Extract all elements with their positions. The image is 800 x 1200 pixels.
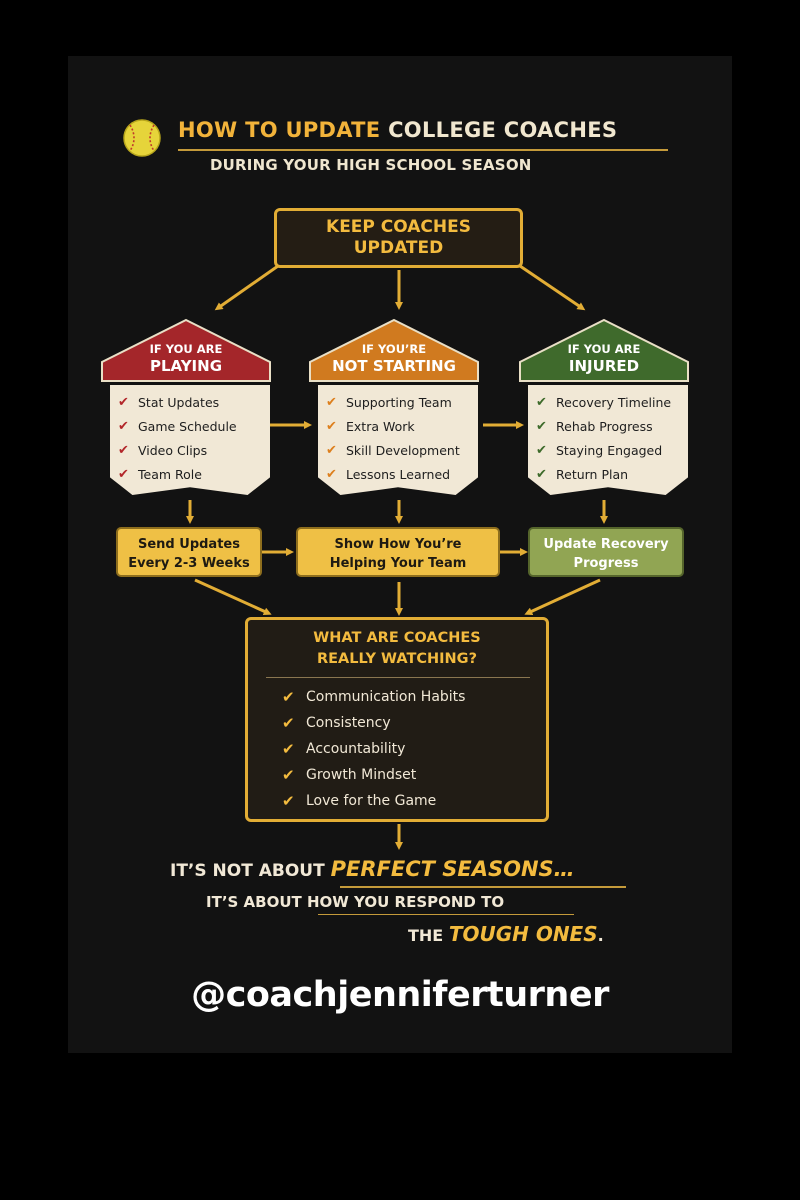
arrow-action3-to-watch bbox=[524, 578, 601, 615]
page-title: HOW TO UPDATE COLLEGE COACHES bbox=[178, 118, 617, 142]
checklist-injured: ✔Recovery Timeline ✔Rehab Progress ✔Stay… bbox=[528, 385, 688, 495]
checklist-not-starting: ✔Supporting Team ✔Extra Work ✔Skill Deve… bbox=[318, 385, 478, 495]
check-icon: ✔ bbox=[536, 394, 547, 410]
title-highlight: HOW TO UPDATE bbox=[178, 118, 381, 142]
keep-coaches-box: KEEP COACHES UPDATED bbox=[274, 208, 523, 268]
list-item: ✔Rehab Progress bbox=[536, 418, 653, 434]
check-icon: ✔ bbox=[536, 466, 547, 482]
check-icon: ✔ bbox=[282, 766, 295, 784]
check-icon: ✔ bbox=[282, 740, 295, 758]
check-icon: ✔ bbox=[118, 466, 129, 482]
check-icon: ✔ bbox=[118, 394, 129, 410]
list-item: ✔Consistency bbox=[282, 714, 391, 732]
check-icon: ✔ bbox=[326, 394, 337, 410]
action-send-updates: Send Updates Every 2-3 Weeks bbox=[116, 527, 262, 577]
list-item: ✔Skill Development bbox=[326, 442, 460, 458]
action-update-recovery: Update Recovery Progress bbox=[528, 527, 684, 577]
keep-line2: UPDATED bbox=[353, 238, 444, 258]
check-icon: ✔ bbox=[282, 714, 295, 732]
check-icon: ✔ bbox=[326, 418, 337, 434]
title-divider bbox=[178, 149, 668, 151]
list-item: ✔Stat Updates bbox=[118, 394, 220, 410]
list-item: ✔Video Clips bbox=[118, 442, 208, 458]
check-icon: ✔ bbox=[118, 442, 129, 458]
title-rest: COLLEGE COACHES bbox=[388, 118, 618, 142]
list-item: ✔Love for the Game bbox=[282, 792, 437, 810]
closing-line2: IT’S ABOUT HOW YOU RESPOND TO bbox=[206, 893, 505, 911]
list-item: ✔Accountability bbox=[282, 740, 406, 758]
action-show-helping: Show How You’re Helping Your Team bbox=[296, 527, 500, 577]
closing-line3: THE TOUGH ONES. bbox=[408, 922, 604, 946]
watching-line1: WHAT ARE COACHES bbox=[313, 630, 481, 646]
list-item: ✔Return Plan bbox=[536, 466, 629, 482]
softball-icon bbox=[123, 119, 161, 157]
house-shape bbox=[519, 318, 689, 382]
list-item: ✔Staying Engaged bbox=[536, 442, 663, 458]
house-shape bbox=[101, 318, 271, 382]
arrow-action1-to-watch bbox=[194, 578, 272, 615]
header-not-starting: IF YOU’RE NOT STARTING bbox=[308, 318, 480, 382]
header-playing: IF YOU ARE PLAYING bbox=[100, 318, 272, 382]
watching-line2: REALLY WATCHING? bbox=[316, 651, 477, 667]
list-item: ✔Extra Work bbox=[326, 418, 415, 434]
watching-divider bbox=[266, 677, 530, 678]
header-not-starting-line1: IF YOU’RE bbox=[361, 342, 427, 356]
house-shape bbox=[309, 318, 479, 382]
check-icon: ✔ bbox=[282, 792, 295, 810]
header-playing-line1: IF YOU ARE bbox=[149, 342, 223, 356]
arrow-keep-to-injured bbox=[519, 264, 586, 311]
author-handle: @coachjenniferturner bbox=[191, 975, 609, 1015]
list-item: ✔Recovery Timeline bbox=[536, 394, 672, 410]
closing-line1: IT’S NOT ABOUT PERFECT SEASONS… bbox=[170, 857, 575, 881]
list-item: ✔Game Schedule bbox=[118, 418, 237, 434]
list-item: ✔Supporting Team bbox=[326, 394, 452, 410]
check-icon: ✔ bbox=[282, 688, 295, 706]
check-icon: ✔ bbox=[536, 418, 547, 434]
list-item: ✔Growth Mindset bbox=[282, 766, 417, 784]
header-injured-line1: IF YOU ARE bbox=[567, 342, 641, 356]
checklist-playing: ✔Stat Updates ✔Game Schedule ✔Video Clip… bbox=[110, 385, 270, 495]
check-icon: ✔ bbox=[118, 418, 129, 434]
list-item: ✔Team Role bbox=[118, 466, 202, 482]
closing-divider bbox=[340, 886, 626, 888]
list-item: ✔Lessons Learned bbox=[326, 466, 451, 482]
closing-divider-2 bbox=[318, 914, 574, 915]
header-playing-line2: PLAYING bbox=[149, 357, 223, 375]
check-icon: ✔ bbox=[326, 442, 337, 458]
page-subtitle: DURING YOUR HIGH SCHOOL SEASON bbox=[210, 156, 532, 174]
header-not-starting-line2: NOT STARTING bbox=[332, 357, 456, 375]
check-icon: ✔ bbox=[326, 466, 337, 482]
header-injured: IF YOU ARE INJURED bbox=[518, 318, 690, 382]
keep-line1: KEEP COACHES bbox=[326, 217, 471, 237]
header-injured-line2: INJURED bbox=[568, 357, 640, 375]
check-icon: ✔ bbox=[536, 442, 547, 458]
list-item: ✔Communication Habits bbox=[282, 688, 466, 706]
arrow-keep-to-playing bbox=[214, 264, 279, 311]
watching-box: WHAT ARE COACHES REALLY WATCHING? ✔Commu… bbox=[245, 617, 549, 822]
